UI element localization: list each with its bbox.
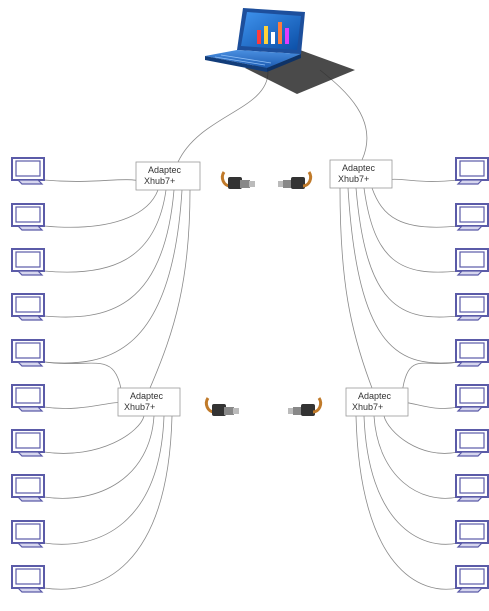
cable [44, 190, 166, 272]
monitor-icon [456, 340, 488, 366]
cable [320, 70, 367, 160]
monitor-icon [12, 521, 44, 547]
cable [44, 190, 174, 317]
laptop-icon [205, 8, 355, 94]
monitor-icon [12, 566, 44, 592]
monitor-layer [12, 158, 488, 592]
monitor-icon [12, 475, 44, 501]
monitor-icon [12, 340, 44, 366]
monitor-icon [456, 385, 488, 411]
usb-connector-icon [206, 398, 239, 416]
usb-connector-icon [278, 172, 311, 189]
monitor-icon [12, 204, 44, 230]
hub-label-line2: Xhub7+ [144, 176, 175, 186]
cable [44, 416, 154, 498]
cable [348, 188, 458, 363]
hub-label-line2: Xhub7+ [352, 402, 383, 412]
hub-label-line2: Xhub7+ [338, 174, 369, 184]
monitor-icon [12, 294, 44, 320]
monitor-icon [456, 158, 488, 184]
monitor-icon [456, 430, 488, 456]
cable [178, 72, 268, 162]
cable [384, 416, 458, 453]
cable [44, 190, 182, 363]
monitor-icon [456, 521, 488, 547]
monitor-icon [12, 158, 44, 184]
monitor-icon [12, 249, 44, 275]
monitor-icon [456, 249, 488, 275]
usb-connector-icon [222, 172, 255, 189]
hub-top-left: Adaptec Xhub7+ [136, 162, 200, 190]
monitor-icon [456, 475, 488, 501]
hub-bottom-left: Adaptec Xhub7+ [118, 388, 180, 416]
cable [44, 416, 172, 589]
cable [364, 416, 458, 544]
hub-label-line1: Adaptec [130, 391, 164, 401]
monitor-icon [456, 566, 488, 592]
cable [340, 188, 372, 388]
hub-bottom-right: Adaptec Xhub7+ [346, 388, 408, 416]
cable [44, 180, 150, 190]
cable-layer [44, 70, 458, 589]
monitor-icon [456, 204, 488, 230]
cable [44, 416, 164, 544]
hub-label-line1: Adaptec [358, 391, 392, 401]
monitor-icon [456, 294, 488, 320]
cable [372, 188, 458, 227]
hub-label-line2: Xhub7+ [124, 402, 155, 412]
cable [44, 416, 144, 453]
monitor-icon [12, 430, 44, 456]
monitor-icon [12, 385, 44, 411]
cable [356, 188, 458, 317]
hub-top-right: Adaptec Xhub7+ [330, 160, 392, 188]
cable [374, 416, 458, 498]
cable [44, 190, 158, 227]
hub-label-line1: Adaptec [342, 163, 376, 173]
usb-connector-icon [288, 398, 321, 416]
hub-label-line1: Adaptec [148, 165, 182, 175]
